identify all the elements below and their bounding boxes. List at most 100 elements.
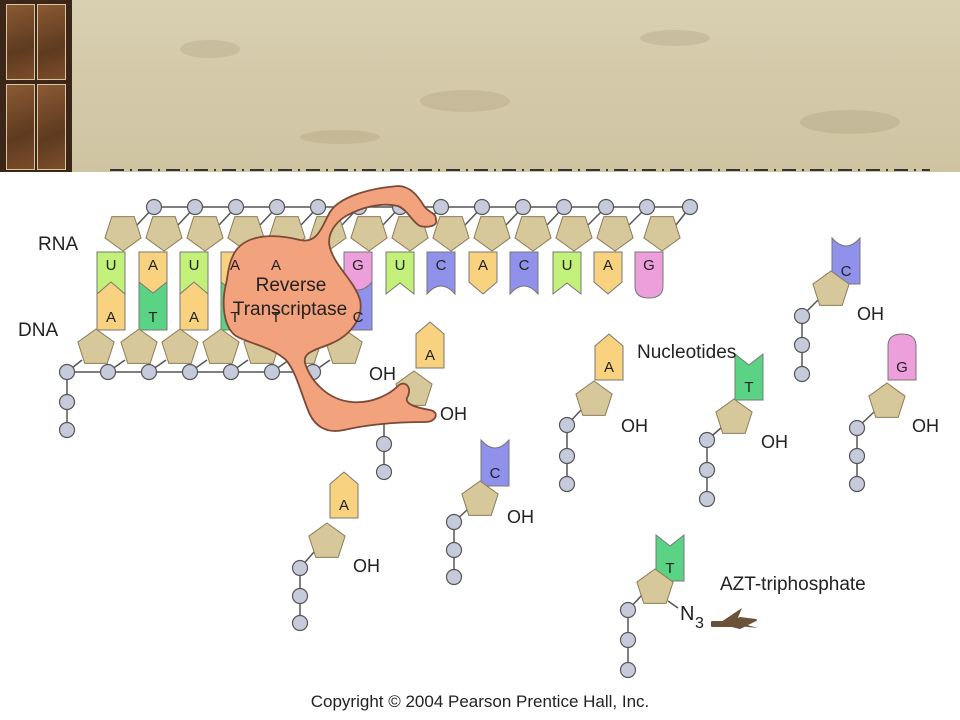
base-letter: G: [352, 257, 364, 274]
dna-end-oh-label: OH: [369, 364, 396, 384]
base-letter: A: [604, 359, 614, 376]
base-letter: A: [339, 497, 349, 514]
base-t-nuc: [734, 352, 764, 401]
base-letter: A: [425, 347, 435, 364]
base-letter: C: [490, 465, 501, 482]
base-letter: C: [436, 257, 447, 274]
phosphate-bead: [445, 513, 463, 531]
base-a-dna: [96, 281, 126, 331]
base-letter: T: [665, 560, 674, 577]
base-a-nuc: [329, 471, 359, 519]
phosphate-bead: [848, 419, 866, 437]
pointer-arrow-head: [718, 608, 758, 628]
base-c-rna: [509, 251, 539, 296]
base-letter: A: [271, 257, 281, 274]
nucleotides-label: Nucleotides: [637, 342, 736, 363]
phosphate-bead: [432, 198, 450, 216]
base-u-rna: [385, 251, 415, 296]
phosphate-bead: [140, 363, 158, 381]
phosphate-bead: [291, 614, 309, 632]
phosphate-bead: [597, 198, 615, 216]
base-letter: G: [643, 257, 655, 274]
base-a-rna: [468, 251, 498, 295]
phosphate-bead: [375, 463, 393, 481]
base-letter: A: [603, 257, 613, 274]
phosphate-bead: [145, 198, 163, 216]
phosphate-bead: [514, 198, 532, 216]
enzyme-label-line2: Transcriptase: [233, 299, 347, 320]
sugar-pentagon: [514, 216, 552, 252]
phosphate-bead: [309, 198, 327, 216]
oh-label: OH: [761, 432, 788, 452]
rna-strand-label: RNA: [38, 234, 78, 255]
phosphate-bead: [445, 541, 463, 559]
base-letter: U: [106, 257, 117, 274]
phosphate-bead: [793, 307, 811, 325]
base-a-nuc: [594, 333, 624, 381]
oh-label: OH: [621, 416, 648, 436]
base-letter: C: [841, 263, 852, 280]
sugar-pentagon: [636, 568, 674, 604]
phosphate-bead: [222, 363, 240, 381]
sugar-pentagon: [161, 328, 199, 364]
base-letter: A: [106, 309, 116, 326]
phosphate-bead: [263, 363, 281, 381]
base-letter: U: [189, 257, 200, 274]
phosphate-bead: [268, 198, 286, 216]
phosphate-bead: [848, 447, 866, 465]
chain-link: [667, 600, 679, 609]
base-letter: A: [478, 257, 488, 274]
base-letter: G: [896, 359, 908, 376]
sugar-pentagon: [432, 216, 470, 252]
base-c-rna: [426, 251, 456, 296]
phosphate-bead: [473, 198, 491, 216]
base-letter: T: [744, 379, 753, 396]
phosphate-bead: [848, 475, 866, 493]
sugar-pentagon: [186, 216, 224, 252]
base-g-rna: [634, 251, 664, 299]
dashed-divider: [110, 169, 930, 171]
phosphate-bead: [619, 601, 637, 619]
n3-label: N: [680, 603, 694, 625]
sugar-pentagon: [77, 328, 115, 364]
base-a-nuc: [415, 321, 445, 369]
base-letter: U: [395, 257, 406, 274]
phosphate-bead: [58, 393, 76, 411]
sugar-pentagon: [868, 382, 906, 418]
base-letter: A: [148, 257, 158, 274]
copyright-notice: Copyright © 2004 Pearson Prentice Hall, …: [310, 692, 650, 711]
base-c-nuc: [480, 438, 510, 487]
base-t-dna: [138, 280, 168, 331]
oh-label: OH: [353, 556, 380, 576]
base-t-azt: [655, 533, 685, 582]
n3-subscript: 3: [695, 615, 704, 632]
phosphate-bead: [698, 490, 716, 508]
base-letter: T: [148, 309, 157, 326]
dna-strand-label: DNA: [18, 320, 58, 341]
sugar-pentagon: [643, 216, 681, 252]
phosphate-bead: [99, 363, 117, 381]
phosphate-bead: [558, 475, 576, 493]
base-letter: T: [230, 309, 239, 326]
phosphate-bead: [291, 587, 309, 605]
sugar-pentagon: [575, 380, 613, 416]
phosphate-bead: [698, 461, 716, 479]
oh-label: OH: [857, 304, 884, 324]
phosphate-bead: [681, 198, 699, 216]
azt-label: AZT-triphosphate: [720, 574, 866, 595]
base-letter: U: [562, 257, 573, 274]
base-g-nuc: [887, 333, 917, 381]
phosphate-bead: [793, 365, 811, 383]
phosphate-bead: [375, 435, 393, 453]
enzyme-label-line1: Reverse: [256, 275, 327, 296]
phosphate-bead: [181, 363, 199, 381]
header-background: [0, 0, 960, 172]
sugar-pentagon: [461, 480, 499, 516]
phosphate-bead: [558, 447, 576, 465]
phosphate-bead: [186, 198, 204, 216]
base-c-nuc: [831, 236, 861, 285]
decorative-window-panel: [0, 0, 72, 172]
phosphate-bead: [619, 661, 637, 679]
